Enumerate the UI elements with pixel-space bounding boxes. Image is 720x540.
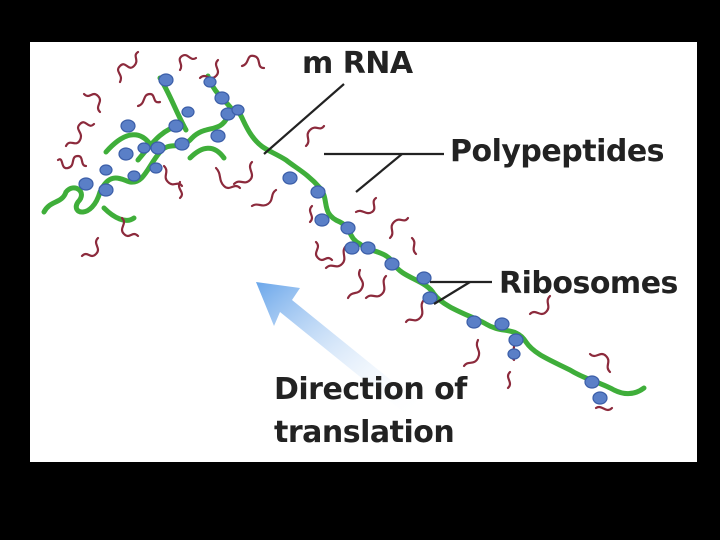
mrna-label: m RNA bbox=[302, 46, 413, 81]
polyribosome-illustration bbox=[41, 50, 647, 414]
direction-label-line1: Direction of bbox=[274, 372, 467, 407]
diagram-panel: m RNA Polypeptides Ribosomes Direction o… bbox=[30, 42, 697, 462]
direction-label-line2: translation bbox=[274, 415, 455, 450]
polypeptide-chains bbox=[56, 50, 614, 412]
direction-arrow bbox=[256, 282, 418, 414]
ribosomes-label: Ribosomes bbox=[499, 266, 678, 301]
polypeptides-label: Polypeptides bbox=[450, 134, 665, 169]
mrna-pointer bbox=[263, 83, 345, 155]
ribosomes-pointer-b bbox=[433, 281, 471, 305]
polypeptides-pointer-b bbox=[355, 153, 403, 193]
pointer-lines bbox=[263, 83, 492, 305]
ribosomes bbox=[78, 73, 608, 405]
